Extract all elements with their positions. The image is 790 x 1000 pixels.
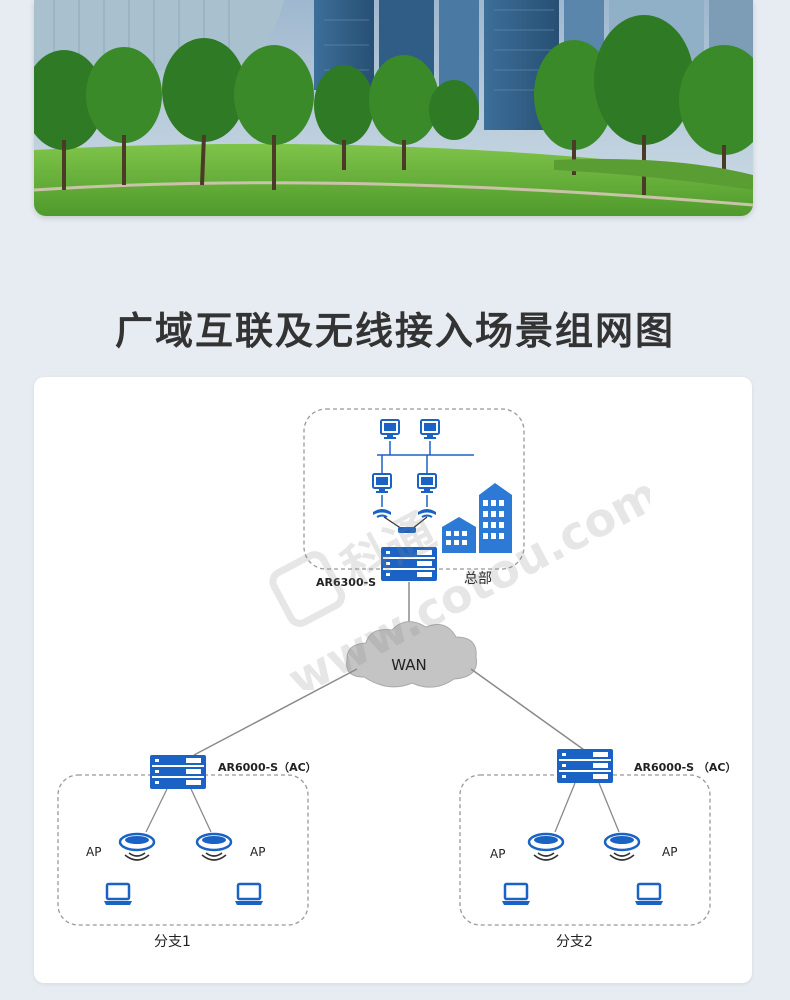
- branch1-ap-2-label: AP: [250, 845, 265, 859]
- hq-lan-lines: [377, 441, 474, 507]
- branch1-laptop-1-icon: [102, 882, 134, 907]
- hq-pc-3-icon: [372, 473, 392, 494]
- hq-pc-1-icon: [380, 419, 400, 440]
- network-topology-diagram: AR6300-S 总部 WAN AR6000-S（AC） AP AP 分支1 A…: [57, 408, 737, 950]
- branch1-ap-1-icon: [118, 832, 156, 862]
- hq-switch-icon: [398, 527, 416, 533]
- branch2-ap-1-icon: [527, 832, 565, 862]
- branch1-ap-2-icon: [195, 832, 233, 862]
- wan-branch1-link: [193, 668, 358, 756]
- branch2-laptop-1-icon: [500, 882, 532, 907]
- hq-label: 总部: [464, 571, 492, 587]
- branch2-router-icon: [556, 748, 614, 784]
- hq-wifi-1-icon: [372, 508, 392, 518]
- hq-pc-4-icon: [417, 473, 437, 494]
- hq-building-icon: [442, 483, 512, 553]
- wan-label: WAN: [391, 656, 427, 674]
- wan-cloud-icon: [346, 621, 478, 688]
- branch2-router-label: AR6000-S （AC）: [634, 761, 737, 774]
- branch2-ap-2-label: AP: [662, 845, 677, 859]
- branch2-ap-1-label: AP: [490, 847, 505, 861]
- section-title: 广域互联及无线接入场景组网图: [114, 309, 675, 353]
- hq-wifi-2-icon: [417, 508, 437, 518]
- branch1-laptop-2-icon: [233, 882, 265, 907]
- branch1-ap-1-label: AP: [86, 845, 101, 859]
- branch2-label: 分支2: [556, 934, 593, 950]
- hq-router-icon: [380, 546, 438, 582]
- branch1-router-icon: [149, 754, 207, 790]
- branch1-router-label: AR6000-S（AC）: [218, 761, 317, 774]
- city-park-photo: [34, 0, 753, 216]
- network-diagram-card: AR6300-S 总部 WAN AR6000-S（AC） AP AP 分支1 A…: [34, 377, 752, 983]
- wan-branch2-link: [470, 668, 588, 753]
- branch2-laptop-2-icon: [633, 882, 665, 907]
- branch1-label: 分支1: [154, 934, 191, 950]
- hq-pc-2-icon: [420, 419, 440, 440]
- branch2-ap-2-icon: [603, 832, 641, 862]
- hq-router-label: AR6300-S: [316, 576, 376, 589]
